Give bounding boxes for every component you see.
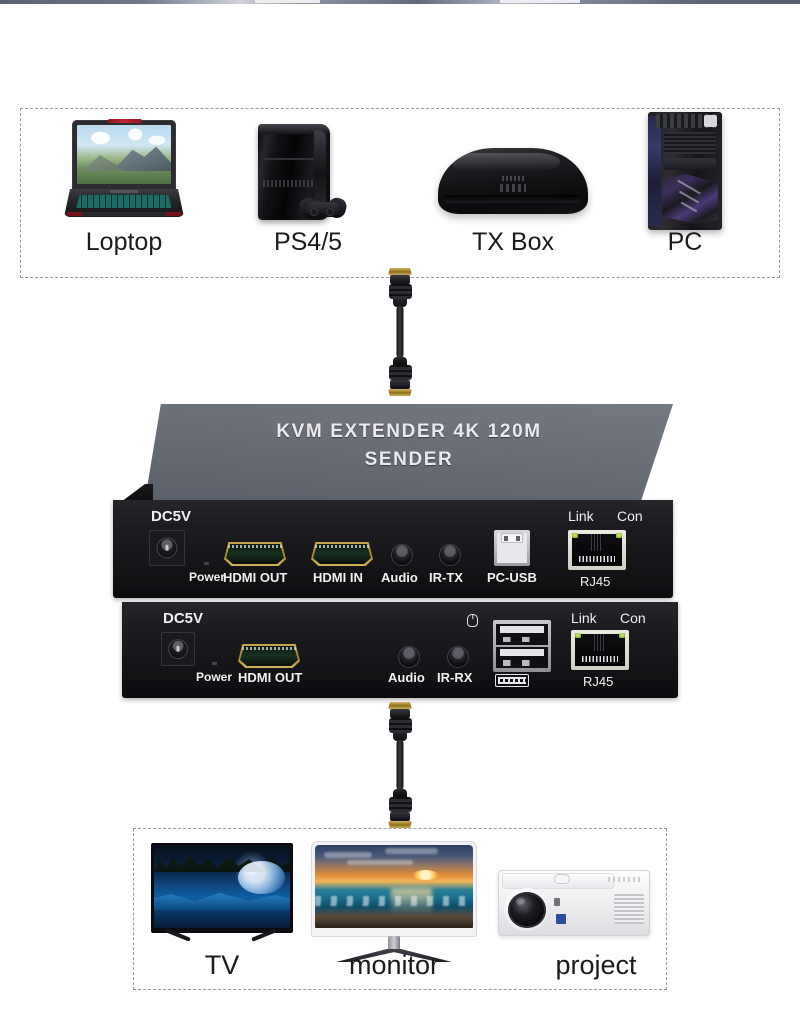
monitor-neck xyxy=(388,936,400,952)
sender-label-power: Power xyxy=(189,570,226,584)
laptop-accent-strip xyxy=(66,212,182,216)
hdmi-plug-upper xyxy=(388,268,412,307)
display-devices-group xyxy=(133,828,667,990)
receiver-label-link: Link xyxy=(571,610,597,626)
sender-label-ir-tx: IR-TX xyxy=(429,570,463,585)
sender-audio-jack-icon[interactable] xyxy=(391,544,413,566)
receiver-audio-jack-icon[interactable] xyxy=(398,646,420,668)
sender-label-rj45: RJ45 xyxy=(580,574,611,589)
receiver-rj45-port-icon[interactable] xyxy=(571,630,629,670)
receiver-mouse-icon xyxy=(467,614,478,627)
desktop-tower-icon xyxy=(648,112,722,230)
laptop-keyboard xyxy=(76,195,172,208)
receiver-front-panel: DC5V Power HDMI OUT Audio IR-RX xyxy=(122,602,678,698)
hdmi-cable-source-to-sender xyxy=(382,268,418,396)
tv-box-shell xyxy=(438,148,588,214)
receiver-con-led-icon xyxy=(619,633,625,638)
receiver-power-led-icon xyxy=(212,662,217,665)
hdmi-cable-receiver-to-display xyxy=(382,702,418,828)
sender-front-panel: DC5V Power HDMI OUT HDMI IN Audio IR-TX xyxy=(113,500,673,598)
display-label-monitor: monitor xyxy=(348,950,440,980)
receiver-link-led-icon xyxy=(575,633,581,638)
sender-ir-tx-jack-icon[interactable] xyxy=(439,544,461,566)
receiver-label-con: Con xyxy=(620,610,646,626)
receiver-usb-a-ports-icon[interactable] xyxy=(493,620,551,672)
laptop-screen xyxy=(77,125,171,184)
hdmi-cable-wire-bottom xyxy=(396,740,404,790)
hdmi-plug-upper-bottom xyxy=(388,702,412,741)
source-label-laptop: Loptop xyxy=(85,228,163,256)
tv-box-icon xyxy=(438,148,588,218)
source-label-console: PS4/5 xyxy=(273,228,343,256)
receiver-keyboard-icon xyxy=(495,674,529,687)
source-label-pc: PC xyxy=(667,228,703,256)
receiver-label-ir-rx: IR-RX xyxy=(437,670,473,685)
tv-icon xyxy=(151,843,293,943)
receiver-hdmi-out-port-icon[interactable] xyxy=(238,644,300,668)
hdmi-plug-lower-bottom xyxy=(388,789,412,828)
sender-label-hdmi-in: HDMI IN xyxy=(313,570,363,585)
laptop-hinge xyxy=(108,119,142,123)
sender-title-line1: KVM EXTENDER 4K 120M xyxy=(276,421,542,442)
tv-bezel xyxy=(151,843,293,933)
display-label-projector: project xyxy=(555,950,637,980)
hdmi-cable-wire xyxy=(396,306,404,358)
sender-power-led-icon xyxy=(204,562,209,565)
source-label-txbox: TX Box xyxy=(472,228,554,256)
sender-pc-usb-port-icon[interactable] xyxy=(494,530,530,566)
sender-dc-power-jack-icon[interactable] xyxy=(149,530,185,566)
projector-lens xyxy=(508,892,546,928)
receiver-ir-rx-jack-icon[interactable] xyxy=(447,646,469,668)
laptop-touchpad xyxy=(110,190,138,193)
receiver-dc-power-jack-icon[interactable] xyxy=(161,632,195,666)
sender-label-con: Con xyxy=(617,508,643,524)
monitor-screen xyxy=(315,845,473,928)
kvm-sender-device: KVM EXTENDER 4K 120M SENDER DC5V Power H… xyxy=(113,404,673,600)
sender-link-led-icon xyxy=(572,533,578,538)
sender-con-led-icon xyxy=(616,533,622,538)
clipped-top-strip xyxy=(0,0,800,4)
receiver-label-rj45: RJ45 xyxy=(583,674,614,689)
sender-label-dc5v: DC5V xyxy=(151,508,192,525)
receiver-label-audio: Audio xyxy=(388,670,425,685)
sender-title-line2: SENDER xyxy=(364,449,454,470)
receiver-label-hdmi-out: HDMI OUT xyxy=(238,670,303,685)
monitor-bezel xyxy=(311,841,477,937)
game-console-icon xyxy=(258,124,350,228)
receiver-label-dc5v: DC5V xyxy=(163,610,204,627)
sender-rj45-port-icon[interactable] xyxy=(568,530,626,570)
sender-label-audio: Audio xyxy=(381,570,418,585)
sender-label-hdmi-out: HDMI OUT xyxy=(223,570,288,585)
display-label-tv: TV xyxy=(204,950,240,980)
tv-screen xyxy=(154,846,290,928)
projector-icon xyxy=(498,870,650,936)
laptop-lid xyxy=(72,120,176,190)
kvm-receiver-device: DC5V Power HDMI OUT Audio IR-RX xyxy=(122,602,682,704)
sender-label-pc-usb: PC-USB xyxy=(487,570,537,585)
sender-top-panel: KVM EXTENDER 4K 120M SENDER xyxy=(145,404,673,500)
console-side-strip xyxy=(314,130,326,216)
sender-hdmi-out-port-icon[interactable] xyxy=(224,542,286,566)
gamepad-icon xyxy=(297,195,349,226)
tower-case xyxy=(648,112,722,230)
sender-hdmi-in-port-icon[interactable] xyxy=(311,542,373,566)
monitor-icon xyxy=(311,841,477,963)
laptop-icon xyxy=(64,119,184,218)
sender-label-link: Link xyxy=(568,508,594,524)
receiver-label-power: Power xyxy=(196,670,233,684)
hdmi-plug-lower xyxy=(388,357,412,396)
